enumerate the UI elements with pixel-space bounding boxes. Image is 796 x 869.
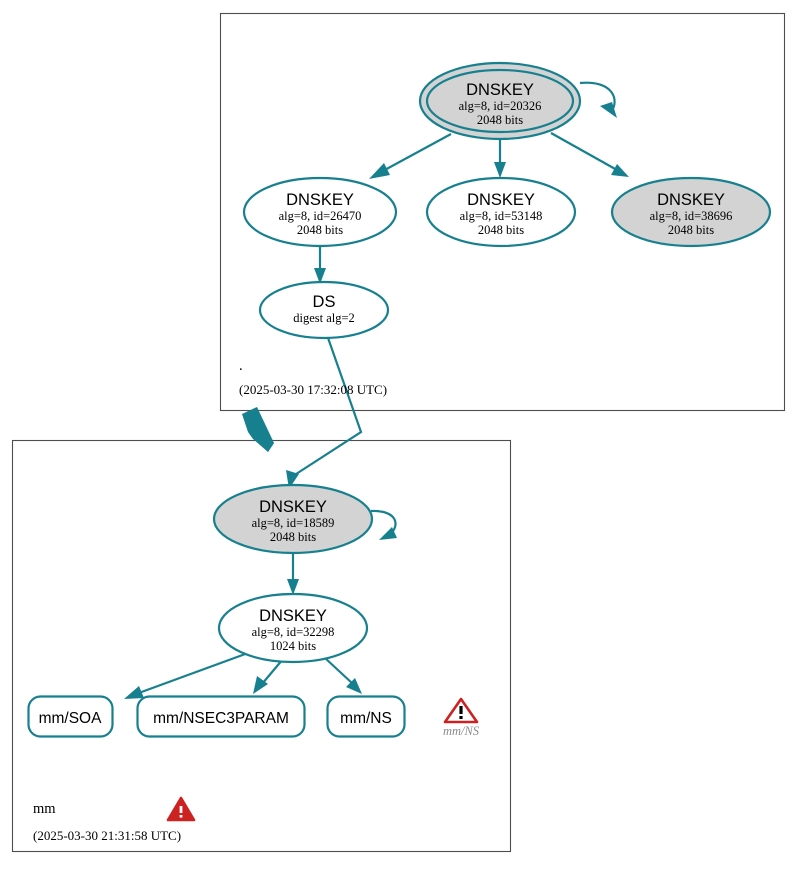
node-line2: alg=8, id=26470 — [279, 209, 362, 223]
edge-self-sign-ksk18589 — [370, 509, 397, 540]
node-title: DNSKEY — [657, 191, 725, 209]
edge-sign-zsk26470-ds — [314, 245, 326, 284]
node-line2: alg=8, id=53148 — [460, 209, 543, 223]
zone-label-root: . — [239, 358, 243, 374]
node-dnskey-26470[interactable]: DNSKEY alg=8, id=26470 2048 bits — [242, 176, 398, 248]
node-title: DS — [313, 293, 336, 311]
rrset-label: mm/NSEC3PARAM — [153, 710, 289, 727]
node-dnskey-53148[interactable]: DNSKEY alg=8, id=53148 2048 bits — [425, 176, 577, 248]
edge-sign-zsk32298-soa — [124, 651, 249, 699]
node-line3: 2048 bits — [477, 113, 523, 127]
node-line2: alg=8, id=38696 — [650, 209, 733, 223]
node-title: DNSKEY — [466, 81, 534, 99]
edge-sign-zsk32298-ns — [324, 657, 362, 694]
zone-timestamp-mm: (2025-03-30 21:31:58 UTC) — [33, 828, 181, 843]
node-line3: 1024 bits — [270, 639, 316, 653]
warning-mm-zone[interactable] — [166, 796, 196, 822]
edge-sign-ksk20326-zsk53148 — [494, 136, 506, 178]
node-line2: alg=8, id=32298 — [252, 625, 335, 639]
node-line3: 2048 bits — [297, 223, 343, 237]
warning-label: mm/NS — [443, 724, 480, 738]
zone-timestamp-root: (2025-03-30 17:32:08 UTC) — [239, 382, 387, 397]
edge-sign-ksk18589-zsk32298 — [287, 552, 299, 595]
rrset-mm-ns[interactable]: mm/NS — [326, 695, 406, 738]
edge-sign-ksk20326-zsk26470 — [369, 133, 452, 179]
rrset-label: mm/NS — [340, 710, 392, 727]
node-dnskey-32298[interactable]: DNSKEY alg=8, id=32298 1024 bits — [217, 592, 369, 664]
warning-mm-ns[interactable]: mm/NS — [443, 697, 480, 738]
node-dnskey-38696[interactable]: DNSKEY alg=8, id=38696 2048 bits — [610, 176, 772, 248]
node-title: DNSKEY — [259, 498, 327, 516]
edge-sign-ksk20326-ksk38696 — [550, 132, 629, 177]
node-line3: 2048 bits — [478, 223, 524, 237]
node-ds[interactable]: DS digest alg=2 — [258, 280, 390, 340]
rrset-label: mm/SOA — [39, 710, 103, 727]
node-line2: alg=8, id=18589 — [252, 516, 335, 530]
edge-delegate-ds-ksk18589 — [286, 334, 363, 489]
zone-delegation-arrow — [242, 407, 274, 452]
edge-self-sign-ksk-20326 — [579, 81, 617, 118]
node-dnskey-18589[interactable]: DNSKEY alg=8, id=18589 2048 bits — [212, 483, 374, 555]
rrset-mm-nsec3param[interactable]: mm/NSEC3PARAM — [136, 695, 306, 738]
edge-sign-zsk32298-nsec3param — [253, 658, 284, 694]
node-title: DNSKEY — [286, 191, 354, 209]
node-title: DNSKEY — [259, 607, 327, 625]
rrset-mm-soa[interactable]: mm/SOA — [27, 695, 114, 738]
node-line3: 2048 bits — [270, 530, 316, 544]
node-line2: digest alg=2 — [293, 311, 355, 325]
zone-label-mm: mm — [33, 801, 56, 817]
zone-box-root — [219, 12, 786, 412]
node-line2: alg=8, id=20326 — [459, 99, 542, 113]
node-dnskey-20326[interactable]: DNSKEY alg=8, id=20326 2048 bits — [418, 61, 582, 141]
node-title: DNSKEY — [467, 191, 535, 209]
node-line3: 2048 bits — [668, 223, 714, 237]
